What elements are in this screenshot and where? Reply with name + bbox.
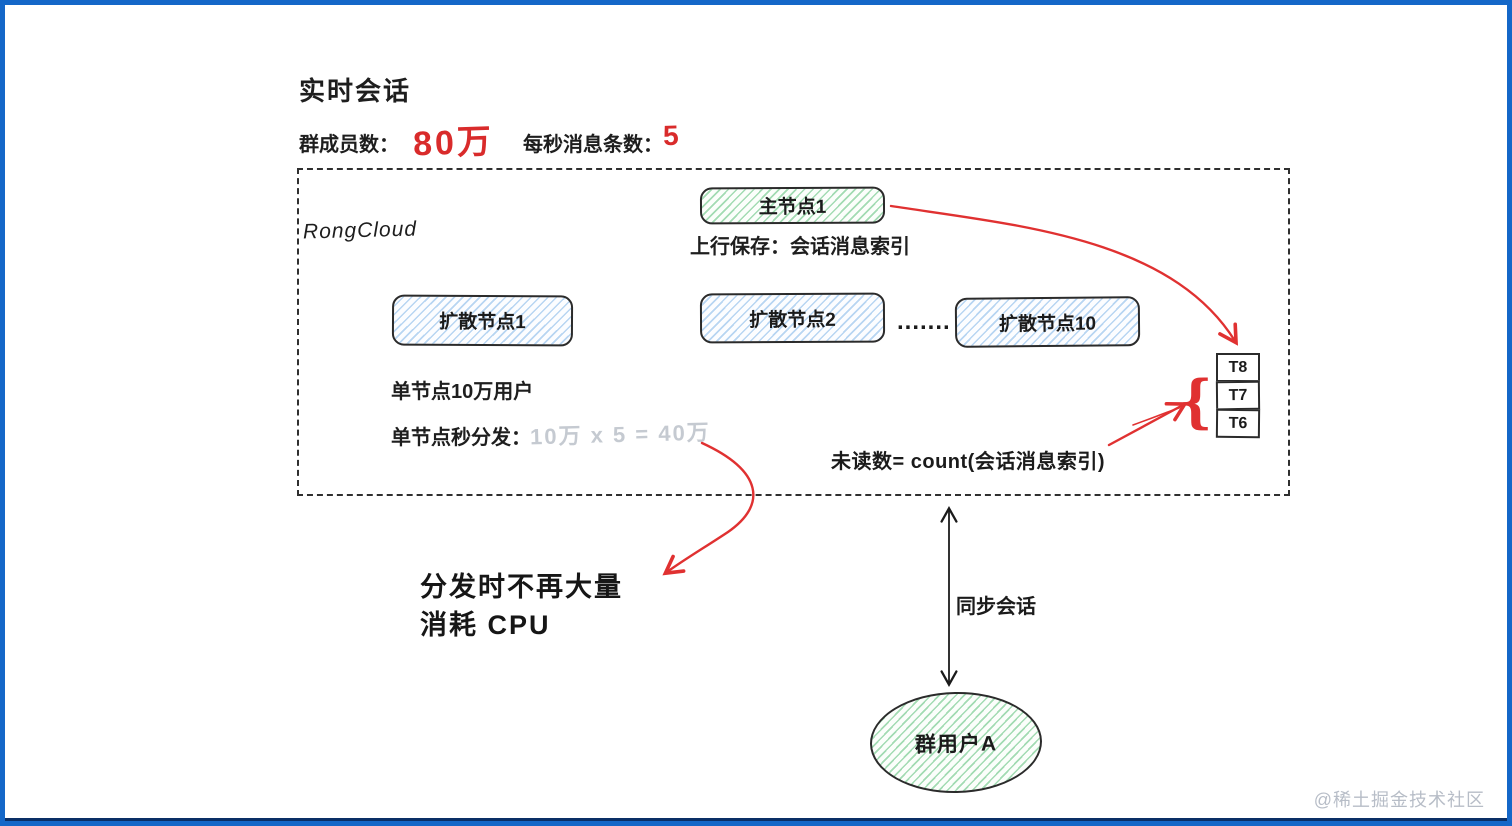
diffusion-node-10-shape: 扩散节点10 (954, 296, 1141, 348)
msg-rate-label: 每秒消息条数： (523, 134, 663, 156)
provider-label: RongCloud (302, 217, 418, 244)
msg-rate-value: 5 (662, 119, 680, 152)
group-members-value: 80万 (412, 122, 495, 164)
group-members-label: 群成员数： (299, 134, 399, 156)
master-node-shape: 主节点1 (699, 186, 886, 225)
diffusion-node-1-shape: 扩散节点1 (391, 294, 574, 347)
diffusion-node-1-label: 扩散节点1 (439, 311, 526, 334)
sync-conversation-label: 同步会话 (956, 596, 1036, 618)
message-index-stack: T8 T7 T6 (1215, 353, 1261, 439)
group-user-label: 群用户A (914, 731, 998, 757)
cpu-note-line1: 分发时不再大量 (420, 572, 623, 602)
node-dispatch-label: 单节点秒分发： (391, 427, 531, 449)
watermark: @稀土掘金技术社区 (1313, 790, 1485, 810)
master-node-label: 主节点1 (758, 196, 827, 219)
page-title: 实时会话 (299, 76, 412, 106)
red-brace: { (1179, 367, 1213, 436)
master-node-caption: 上行保存：会话消息索引 (690, 236, 910, 258)
cluster-boundary-box (297, 168, 1290, 496)
diffusion-node-2-shape: 扩散节点2 (699, 292, 886, 344)
diffusion-node-2-label: 扩散节点2 (749, 309, 836, 331)
ellipsis-dots: ....... (897, 308, 951, 335)
node-capacity-note: 单节点10万用户 (391, 381, 534, 403)
index-cell-t8: T8 (1216, 353, 1260, 382)
node-dispatch-calc: 10万 x 5 = 40万 (529, 419, 712, 450)
cpu-note-line2: 消耗 CPU (420, 610, 551, 640)
diffusion-node-10-label: 扩散节点10 (998, 313, 1097, 335)
index-cell-t7: T7 (1215, 380, 1261, 411)
unread-count-formula: 未读数= count(会话消息索引) (831, 451, 1105, 473)
index-cell-t6: T6 (1215, 408, 1261, 439)
cpu-note: 分发时不再大量 消耗 CPU (420, 568, 623, 644)
group-user-ellipse: 群用户A (869, 690, 1043, 795)
